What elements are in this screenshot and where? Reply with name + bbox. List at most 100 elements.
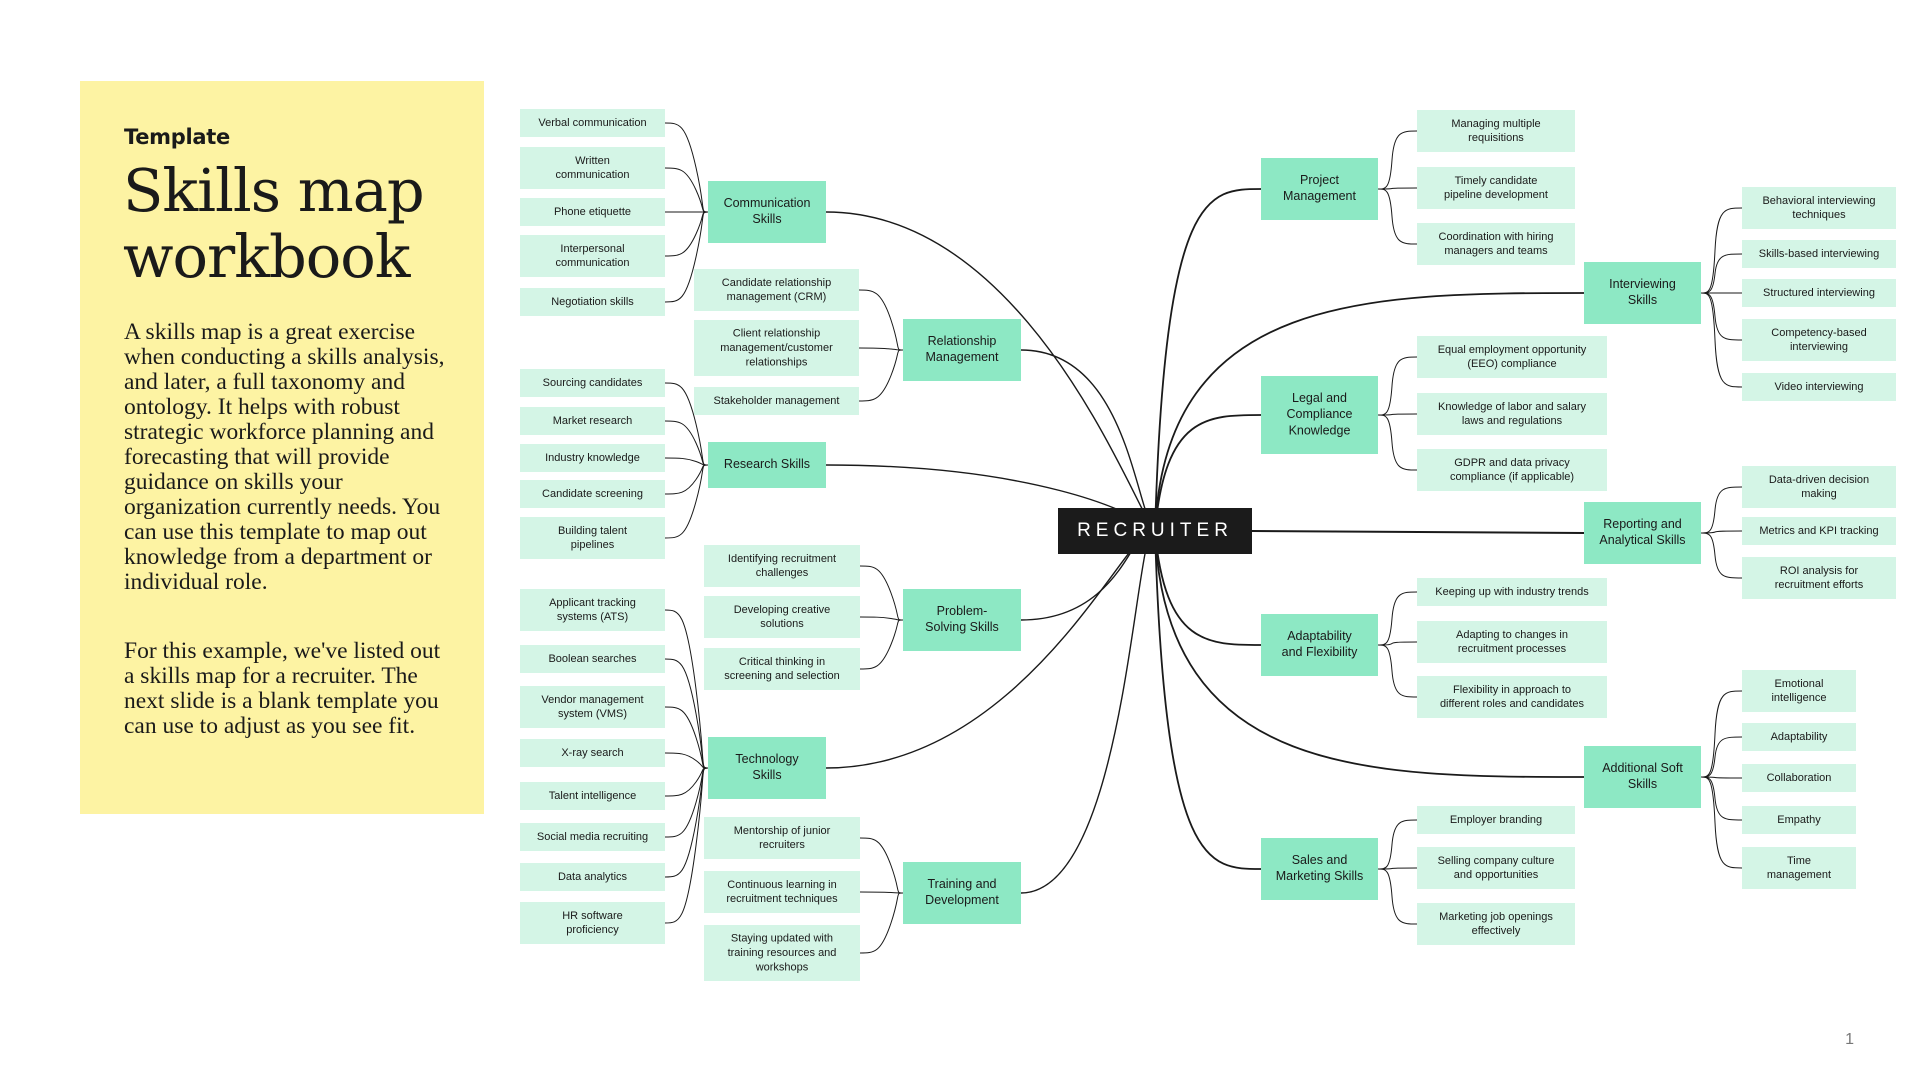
connector-lines (664, 122, 1743, 954)
skill-node-relationship-1-box (694, 320, 859, 376)
skill-node-interviewing-2-box (1742, 279, 1896, 307)
edge-training-1 (859, 891, 904, 894)
edge-center-training (1020, 529, 1156, 894)
skill-node-research-1-box (520, 407, 665, 435)
edge-technology-6 (664, 767, 709, 878)
skill-node-communication-4: Negotiation skills (520, 288, 665, 316)
skill-node-softskills-3: Empathy (1742, 806, 1856, 834)
edge-training-0 (859, 837, 904, 894)
category-node-interviewing-box (1584, 262, 1701, 324)
skill-node-relationship-2-label: Stakeholder management (714, 395, 840, 407)
edge-communication-1 (664, 167, 709, 213)
skill-node-sales-2-box (1417, 903, 1575, 945)
skill-node-technology-1-label: Boolean searches (548, 653, 637, 665)
edge-center-sales (1154, 530, 1262, 870)
skill-node-research-4-box (520, 517, 665, 559)
skill-node-technology-5-label: Social media recruiting (537, 831, 648, 843)
edge-softskills-4 (1700, 776, 1743, 869)
page-number: 1 (1845, 1031, 1854, 1048)
category-node-problem: Problem-Solving Skills (903, 589, 1021, 651)
edge-reporting-0 (1700, 486, 1743, 534)
edge-communication-3 (664, 211, 709, 257)
edge-sales-2 (1377, 868, 1418, 925)
skill-node-adaptability-1-box (1417, 621, 1607, 663)
skill-node-reporting-1-box (1742, 517, 1896, 545)
edge-project-1 (1377, 187, 1418, 190)
eyebrow-label: Template (124, 125, 230, 149)
edge-problem-0 (859, 565, 904, 621)
edge-interviewing-0 (1700, 207, 1743, 294)
category-node-legal-box (1261, 376, 1378, 454)
skill-node-adaptability-0: Keeping up with industry trends (1417, 578, 1607, 606)
edge-technology-5 (664, 767, 709, 838)
center-node-recruiter: RECRUITER (1058, 508, 1252, 554)
category-node-problem-box (903, 589, 1021, 651)
edge-softskills-2 (1700, 776, 1743, 779)
skill-node-sales-1-box (1417, 847, 1575, 889)
skill-node-communication-2-box (520, 198, 665, 226)
skill-node-technology-3-label: X-ray search (561, 747, 623, 759)
skill-node-research-3-box (520, 480, 665, 508)
skill-node-research-2-box (520, 444, 665, 472)
edge-interviewing-1 (1700, 253, 1743, 294)
edge-problem-1 (859, 616, 904, 621)
skill-node-technology-6-label: Data analytics (558, 871, 628, 883)
skill-node-technology-1-box (520, 645, 665, 673)
category-node-training-box (903, 862, 1021, 924)
skill-node-technology-0-box (520, 589, 665, 631)
skill-node-interviewing-4: Video interviewing (1742, 373, 1896, 401)
skill-node-research-3: Candidate screening (520, 480, 665, 508)
skill-node-softskills-2-box (1742, 764, 1856, 792)
edge-center-project (1154, 188, 1262, 532)
skill-node-legal-1-box (1417, 393, 1607, 435)
skill-node-research-3-label: Candidate screening (542, 488, 643, 500)
category-node-research: Research Skills (708, 442, 826, 488)
skill-node-technology-4-box (520, 782, 665, 810)
edge-sales-1 (1377, 867, 1418, 870)
skill-node-reporting-0-box (1742, 466, 1896, 508)
center-node-recruiter-label: RECRUITER (1077, 520, 1233, 541)
edge-technology-7 (664, 767, 709, 924)
category-node-research-label: Research Skills (724, 457, 810, 471)
skill-node-legal-0-label: Equal employment opportunity(EEO) compli… (1438, 344, 1587, 370)
skill-node-communication-2-label: Phone etiquette (554, 206, 631, 218)
edge-adaptability-1 (1377, 641, 1418, 646)
skill-node-interviewing-1-box (1742, 240, 1896, 268)
edge-training-2 (859, 892, 904, 954)
skill-node-sales-0-label: Employer branding (1450, 814, 1542, 826)
skill-node-project-2-box (1417, 223, 1575, 265)
skill-node-legal-2-box (1417, 449, 1607, 491)
